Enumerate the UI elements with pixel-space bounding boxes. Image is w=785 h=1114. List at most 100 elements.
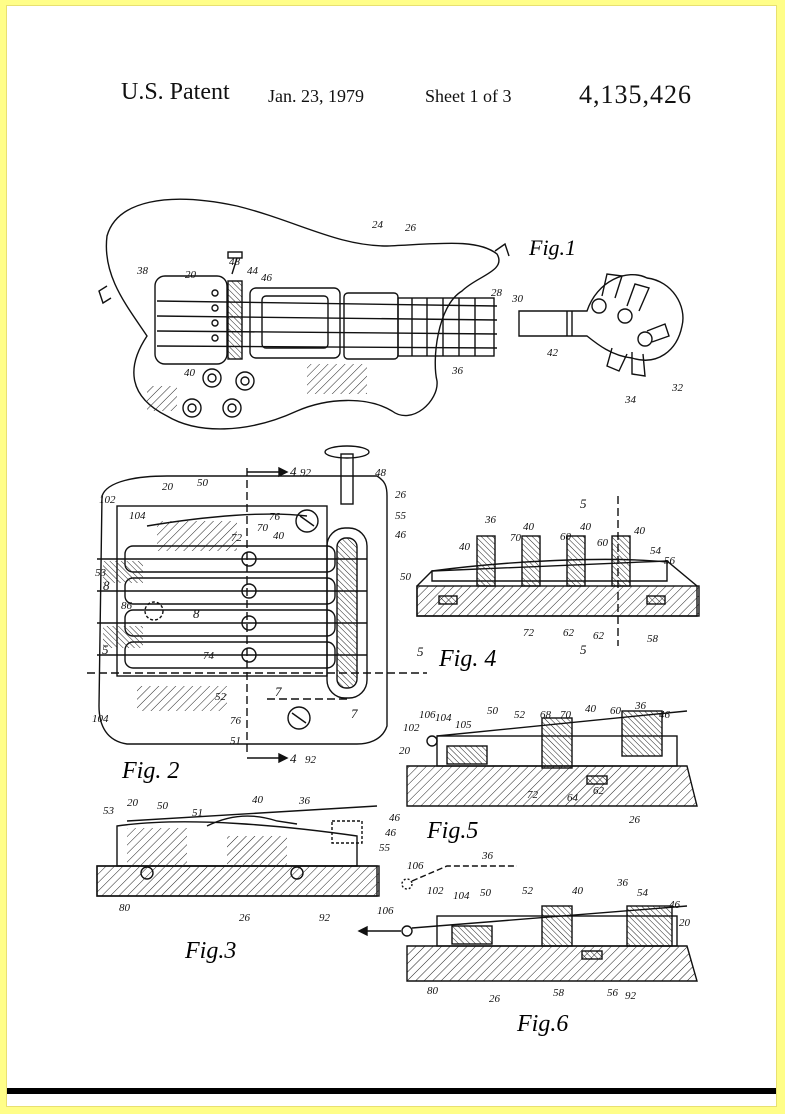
ref-numeral: 106 (377, 905, 394, 917)
ref-numeral: 26 (489, 993, 501, 1005)
ref-numeral: 60 (560, 531, 572, 543)
ref-numeral: 52 (514, 709, 526, 721)
ref-numeral: 46 (659, 709, 671, 721)
ref-numeral: 5 (417, 644, 424, 659)
ref-numeral: 26 (405, 222, 417, 234)
ref-numeral: 76 (269, 511, 281, 523)
fig1-caption: Fig.1 (528, 235, 576, 260)
ref-numeral: 36 (451, 365, 464, 377)
ref-numeral: 8 (193, 606, 200, 621)
ref-numeral: 32 (671, 382, 684, 394)
ref-numeral: 20 (162, 481, 174, 493)
ref-numeral: 46 (395, 529, 407, 541)
ref-numeral: 40 (273, 530, 285, 542)
ref-numeral: 40 (585, 703, 597, 715)
figure-3-side (97, 806, 379, 896)
ref-numeral: 38 (136, 265, 149, 277)
fig6-caption: Fig.6 (516, 1011, 568, 1037)
ref-numeral: 56 (607, 987, 619, 999)
ref-numeral: 58 (553, 987, 565, 999)
fig3-caption: Fig.3 (184, 938, 236, 964)
fig2-caption: Fig. 2 (121, 758, 179, 784)
ref-numeral: 52 (215, 691, 227, 703)
ref-numeral: 105 (455, 719, 472, 731)
ref-numeral: 46 (669, 899, 681, 911)
bottom-rule (7, 1088, 777, 1094)
ref-numeral: 92 (305, 754, 317, 766)
ref-numeral: 62 (563, 627, 575, 639)
figure-6-section (359, 866, 697, 981)
ref-numeral: 92 (319, 912, 331, 924)
ref-numeral: 50 (157, 800, 169, 812)
fig4-caption: Fig. 4 (438, 646, 496, 672)
ref-numeral: 26 (395, 489, 407, 501)
ref-numeral: 92 (625, 990, 637, 1002)
ref-numeral: 7 (351, 706, 358, 721)
ref-numeral: 62 (593, 630, 605, 642)
ref-numeral: 86 (121, 600, 133, 612)
ref-numeral: 36 (481, 850, 494, 862)
figure-4-section (417, 496, 699, 646)
ref-numeral: 70 (560, 709, 572, 721)
ref-numeral: 102 (427, 885, 444, 897)
ref-numeral: 50 (400, 571, 412, 583)
ref-numeral: 52 (522, 885, 534, 897)
ref-numeral: 48 (375, 467, 387, 479)
patent-sheet: U.S. Patent Jan. 23, 1979 Sheet 1 of 3 4… (6, 5, 777, 1107)
ref-numeral: 55 (379, 842, 391, 854)
ref-numeral: 54 (650, 545, 662, 557)
ref-numeral: 30 (511, 293, 524, 305)
ref-numeral: 42 (547, 347, 559, 359)
ref-numeral: 20 (185, 269, 197, 281)
ref-numeral: 50 (197, 477, 209, 489)
ref-numeral: 26 (239, 912, 251, 924)
ref-numeral: 46 (385, 827, 397, 839)
ref-numeral: 80 (427, 985, 439, 997)
ref-numeral: 48 (229, 256, 241, 268)
ref-numeral: 68 (540, 709, 552, 721)
ref-numeral: 40 (184, 367, 196, 379)
ref-numeral: 54 (637, 887, 649, 899)
ref-numeral: 40 (252, 794, 264, 806)
ref-numeral: 46 (261, 272, 273, 284)
ref-numeral: 55 (395, 510, 407, 522)
ref-numeral: 4 (290, 751, 297, 766)
fig5-caption: Fig.5 (426, 818, 478, 844)
ref-numeral: 34 (624, 394, 637, 406)
ref-numeral: 20 (127, 797, 139, 809)
ref-numeral: 70 (257, 522, 269, 534)
ref-numeral: 53 (103, 805, 115, 817)
ref-numeral: 40 (580, 521, 592, 533)
ref-numeral: 64 (567, 792, 579, 804)
ref-numeral: 106 (419, 709, 436, 721)
ref-numeral: 40 (572, 885, 584, 897)
ref-numeral: 44 (247, 265, 259, 277)
ref-numeral: 36 (634, 700, 647, 712)
ref-numeral: 4 (290, 464, 297, 479)
ref-numeral: 80 (119, 902, 131, 914)
ref-numeral: 50 (487, 705, 499, 717)
ref-numeral: 51 (230, 735, 241, 747)
ref-numeral: 76 (230, 715, 242, 727)
figure-2-bridge-top (87, 446, 427, 762)
ref-numeral: 102 (403, 722, 420, 734)
ref-numeral: 26 (629, 814, 641, 826)
ref-numeral: 50 (480, 887, 492, 899)
ref-numeral: 20 (679, 917, 691, 929)
ref-numeral: 36 (484, 514, 497, 526)
ref-numeral: 70 (510, 532, 522, 544)
ref-numeral: 104 (92, 713, 109, 725)
ref-numeral: 58 (647, 633, 659, 645)
ref-numeral: 92 (300, 467, 312, 479)
figure-1-guitar (99, 199, 683, 429)
ref-numeral: 28 (491, 287, 503, 299)
ref-numeral: 60 (597, 537, 609, 549)
ref-numeral: 8 (103, 578, 110, 593)
ref-numeral: 46 (389, 812, 401, 824)
ref-numeral: 36 (616, 877, 629, 889)
ref-numeral: 104 (453, 890, 470, 902)
ref-numeral: 74 (203, 650, 215, 662)
ref-numeral: 60 (610, 705, 622, 717)
ref-numeral: 51 (192, 807, 203, 819)
ref-numeral: 56 (664, 555, 676, 567)
